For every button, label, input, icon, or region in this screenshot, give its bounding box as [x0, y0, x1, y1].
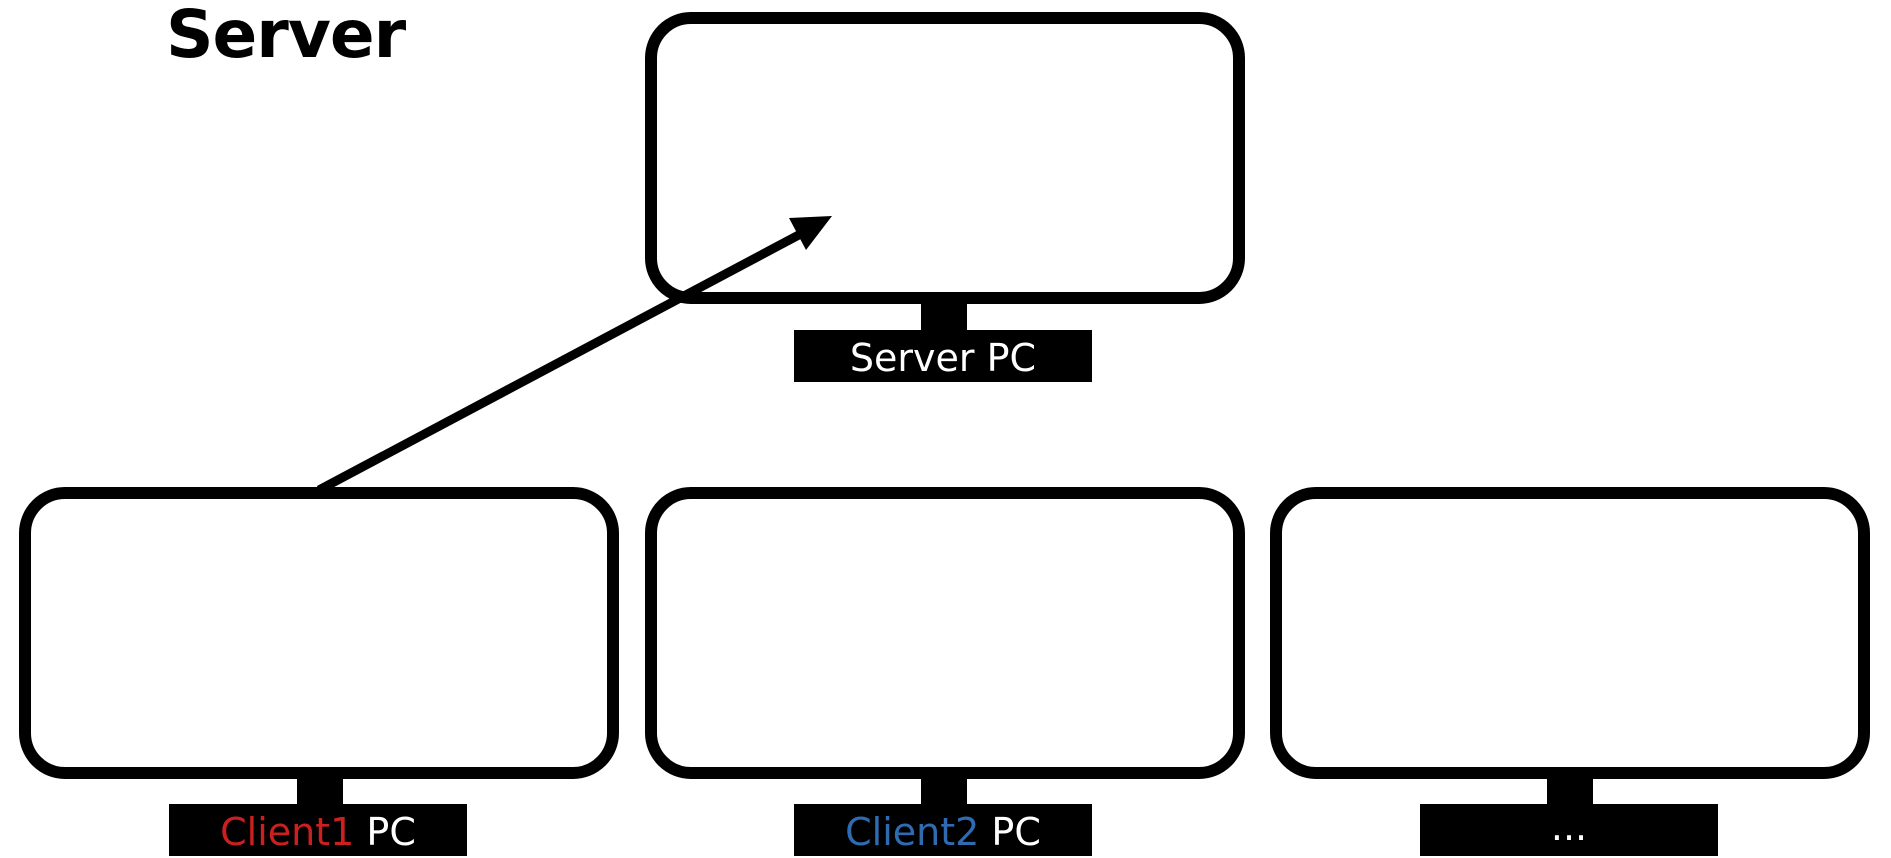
more-clients-label-plate: ...	[1420, 804, 1718, 856]
server-monitor-stand	[921, 304, 967, 330]
client2-monitor-stand	[921, 779, 967, 804]
more-clients-monitor-stand	[1547, 779, 1593, 804]
client1-name: Client1	[220, 810, 355, 854]
client2-monitor-screen	[645, 487, 1245, 779]
server-label: Server PC	[849, 336, 1037, 380]
client2-name: Client2	[845, 810, 980, 854]
client2-label-plate: Client2 PC	[794, 804, 1092, 856]
more-clients-label: ...	[1550, 805, 1588, 849]
server-monitor-screen	[645, 12, 1245, 304]
client1-monitor-screen	[19, 487, 619, 779]
more-clients-monitor-screen	[1270, 487, 1870, 779]
client1-suffix: PC	[354, 810, 416, 854]
server-label-plate: Server PC	[794, 330, 1092, 382]
client2-suffix: PC	[979, 810, 1041, 854]
client1-monitor-stand	[297, 779, 343, 804]
client1-label-plate: Client1 PC	[169, 804, 467, 856]
diagram-title: Server	[166, 0, 406, 73]
